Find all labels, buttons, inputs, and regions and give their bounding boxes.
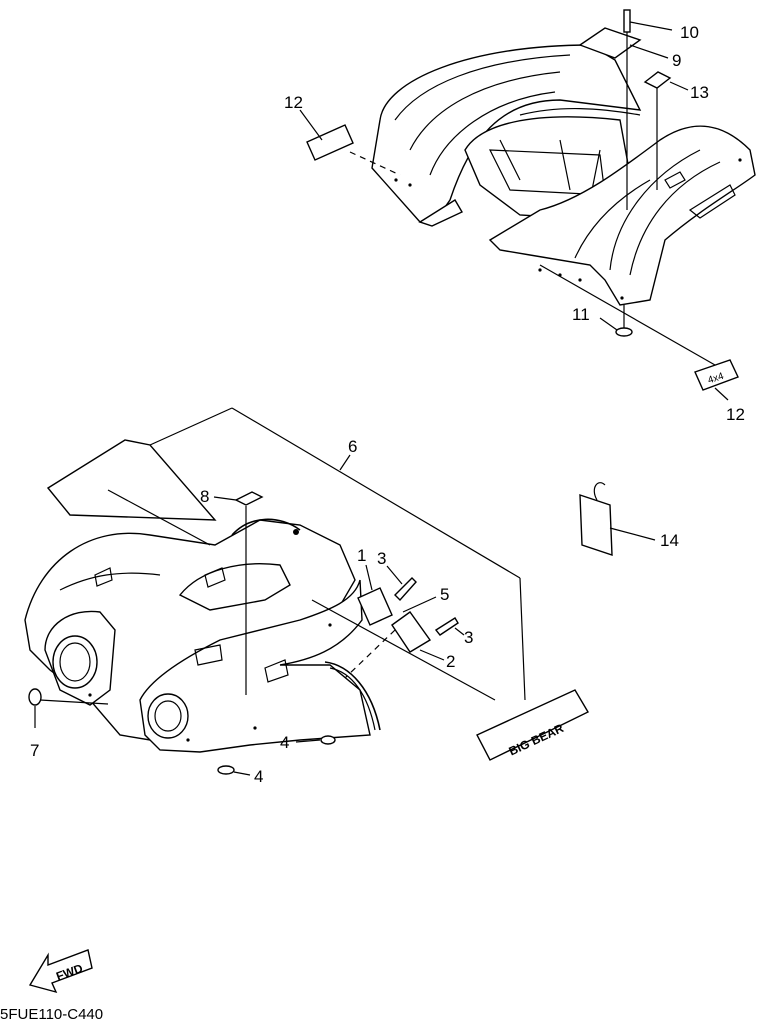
- callout-12-upper: 12: [284, 93, 303, 112]
- rear-fender-holes: [394, 158, 742, 300]
- fwd-arrow-icon: [28, 949, 93, 994]
- callout-8: 8: [200, 487, 209, 506]
- front-fender: [24, 518, 381, 753]
- callout-6: 6: [348, 437, 357, 456]
- front-hardware: [28, 407, 656, 776]
- callout-4-right: 4: [280, 733, 289, 752]
- front-fender-holes: [88, 623, 332, 742]
- rear-hardware: [299, 9, 739, 401]
- rear-fender: [371, 44, 756, 306]
- callout-5: 5: [440, 585, 449, 604]
- decal-4x4-text: 4x4: [707, 371, 726, 387]
- drawing-code: 5FUE110-C440: [0, 1006, 104, 1023]
- callout-4-left: 4: [254, 767, 263, 786]
- callout-2: 2: [446, 652, 455, 671]
- callout-9: 9: [672, 51, 681, 70]
- callout-1: 1: [357, 546, 366, 565]
- callout-11: 11: [572, 305, 590, 324]
- callout-12-lower: 12: [726, 405, 745, 424]
- callout-14: 14: [660, 531, 679, 550]
- callout-3-upper: 3: [377, 549, 386, 568]
- exploded-view-drawing: 4x4 BIG BEAR FWD 10 9 13 12 11 12 6 8 14…: [24, 9, 756, 994]
- callout-13: 13: [690, 83, 709, 102]
- callout-7: 7: [30, 741, 39, 760]
- callout-10: 10: [680, 23, 699, 42]
- callout-3-lower: 3: [464, 628, 473, 647]
